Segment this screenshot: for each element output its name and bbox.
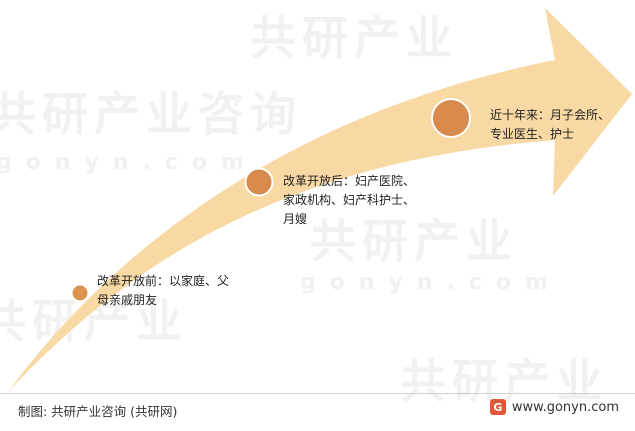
stage-2-line-3: 月嫂 (283, 212, 308, 226)
stage-3-line-2: 专业医生、护士 (490, 127, 575, 141)
arrow-shape (8, 8, 632, 392)
footer-brand: G www.gonyn.com (489, 399, 619, 415)
gonyn-logo-icon: G (489, 399, 506, 415)
stage-2-line-2: 家政机构、妇产科护士、 (283, 193, 416, 207)
stage-2-line-1: 改革开放后：妇产医院、 (283, 174, 416, 188)
stage-label-2: 改革开放后：妇产医院、 家政机构、妇产科护士、 月嫂 (283, 172, 415, 229)
footer-url[interactable]: www.gonyn.com (511, 399, 619, 415)
stage-label-1: 改革开放前：以家庭、父 母亲戚朋友 (97, 272, 229, 310)
stage-label-3: 近十年来：月子会所、 专业医生、护士 (490, 106, 610, 144)
stage-dot-3 (431, 98, 471, 138)
footer-divider (0, 393, 635, 394)
stage-dot-1 (70, 283, 90, 303)
footer-source: 制图: 共研产业咨询 (共研网) (18, 404, 178, 419)
stage-dot-2 (244, 167, 274, 197)
stage-1-line-2: 母亲戚朋友 (97, 293, 158, 307)
stage-3-line-1: 近十年来：月子会所、 (490, 108, 611, 122)
stage-1-line-1: 改革开放前：以家庭、父 (97, 274, 230, 288)
